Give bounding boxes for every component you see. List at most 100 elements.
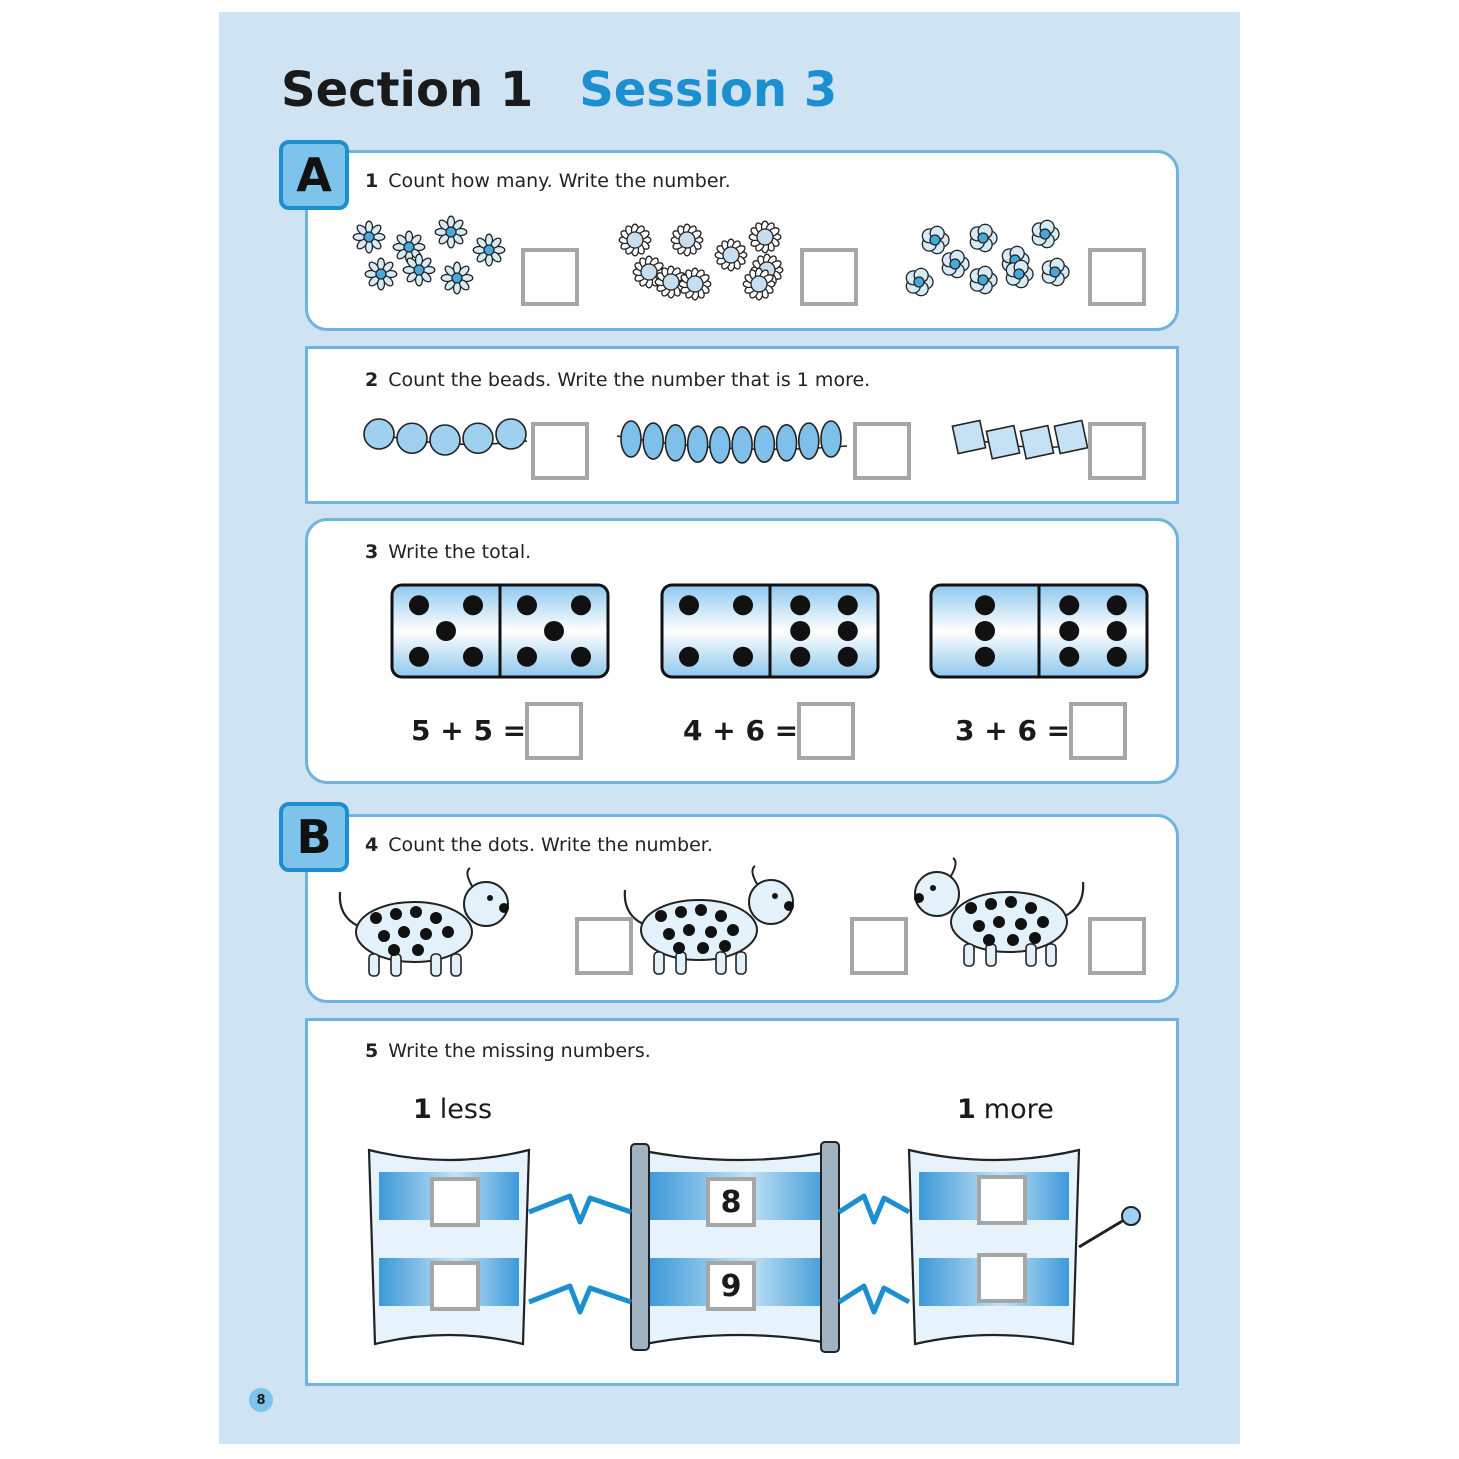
- cube-bead: [1053, 419, 1089, 455]
- flat-bead: [775, 424, 798, 462]
- flat-bead: [642, 422, 665, 460]
- one-less-number: 1: [413, 1094, 432, 1125]
- dog-spot: [675, 906, 687, 918]
- dog-spot: [965, 902, 977, 914]
- domino-pip: [837, 595, 858, 616]
- domino-equation-1: 5 + 5 =: [411, 714, 527, 747]
- session-title: Session 3: [579, 62, 838, 118]
- dog-spot: [715, 910, 727, 922]
- domino-pip: [733, 595, 753, 616]
- dog-spot: [695, 904, 707, 916]
- blossom-flower: [969, 265, 998, 295]
- domino-pip: [463, 646, 483, 667]
- domino-pip: [571, 646, 591, 667]
- beads-illustration: [363, 418, 1089, 464]
- dog-spot: [442, 926, 454, 938]
- flat-bead: [820, 420, 842, 458]
- dog-spot: [1037, 916, 1049, 928]
- sunflower-flower: [632, 255, 666, 289]
- dog-spot: [1025, 902, 1037, 914]
- middle-bottom-number: 9: [706, 1261, 756, 1311]
- daisy-flower: [434, 215, 468, 249]
- dog-spot: [663, 928, 675, 940]
- q1-answer-box-1[interactable]: [521, 248, 579, 306]
- q1-answer-box-3[interactable]: [1088, 248, 1146, 306]
- dog-spot: [705, 926, 717, 938]
- one-less-top-box[interactable]: [430, 1177, 480, 1227]
- sunflower-flower: [742, 267, 776, 301]
- daisy-flower: [402, 253, 436, 287]
- one-more-top-box[interactable]: [977, 1175, 1027, 1225]
- domino-pip: [679, 595, 699, 616]
- daisy-flower: [364, 257, 398, 291]
- one-more-word: more: [983, 1094, 1054, 1125]
- q3-answer-box-1[interactable]: [525, 702, 583, 760]
- page-number: 8: [249, 1388, 273, 1412]
- flat-bead: [664, 424, 687, 462]
- dog-spot: [973, 920, 985, 932]
- page-title: Section 1 Session 3: [281, 62, 837, 118]
- question-4-instruction: Count the dots. Write the number.: [388, 834, 713, 856]
- dominoes-illustration: [390, 583, 1149, 679]
- drum-post: [630, 1143, 650, 1351]
- dog-spot: [985, 898, 997, 910]
- dog-spot: [673, 942, 685, 954]
- q2-answer-box-3[interactable]: [1088, 422, 1146, 480]
- one-less-word: less: [439, 1094, 493, 1125]
- one-more-number: 1: [957, 1094, 976, 1125]
- dog-spot: [1005, 896, 1017, 908]
- domino-pip: [1059, 646, 1080, 667]
- q2-answer-box-1[interactable]: [531, 422, 589, 480]
- drum-post: [820, 1141, 840, 1353]
- q4-answer-box-2[interactable]: [850, 917, 908, 975]
- question-4-text: 4 Count the dots. Write the number.: [365, 834, 713, 856]
- cube-bead: [951, 419, 987, 455]
- q4-answer-box-3[interactable]: [1088, 917, 1146, 975]
- question-2-number: 2: [365, 369, 379, 391]
- question-1-number: 1: [365, 170, 379, 192]
- dog-spot: [727, 924, 739, 936]
- q1-answer-box-2[interactable]: [800, 248, 858, 306]
- question-3-instruction: Write the total.: [388, 541, 532, 563]
- sunflower-flower: [670, 223, 704, 257]
- domino-pip: [1059, 621, 1080, 641]
- dog-spot: [683, 924, 695, 936]
- question-5-number: 5: [365, 1040, 379, 1062]
- q3-answer-box-3[interactable]: [1069, 702, 1127, 760]
- domino-pip: [517, 595, 537, 616]
- domino-pip: [1106, 621, 1127, 641]
- flat-bead: [620, 420, 642, 458]
- dog-spot: [719, 940, 731, 952]
- domino-pip: [975, 595, 995, 616]
- blossom-flower: [1041, 257, 1070, 287]
- spotted-dog: [338, 867, 509, 977]
- one-more-bottom-box[interactable]: [977, 1253, 1027, 1303]
- dog-spot: [697, 942, 709, 954]
- section-title: Section 1: [281, 62, 534, 118]
- domino-pip: [1106, 595, 1127, 616]
- question-5-text: 5 Write the missing numbers.: [365, 1040, 651, 1062]
- domino-pip: [544, 621, 564, 641]
- domino-pip: [517, 646, 537, 667]
- one-less-bottom-box[interactable]: [430, 1261, 480, 1311]
- domino-pip: [1106, 646, 1127, 667]
- flat-bead: [797, 422, 820, 460]
- sunflower-flower: [748, 220, 782, 254]
- round-bead: [396, 422, 428, 455]
- daisy-flower: [472, 233, 506, 267]
- question-3-number: 3: [365, 541, 379, 563]
- question-5-instruction: Write the missing numbers.: [388, 1040, 651, 1062]
- q2-answer-box-2[interactable]: [853, 422, 911, 480]
- domino-pip: [790, 646, 811, 667]
- domino: [929, 583, 1149, 679]
- q4-answer-box-1[interactable]: [575, 917, 633, 975]
- crank-handle: [1078, 1218, 1125, 1249]
- domino-pip: [409, 646, 429, 667]
- dog-spot: [1007, 934, 1019, 946]
- blossom-flower: [905, 267, 934, 297]
- question-1-instruction: Count how many. Write the number.: [388, 170, 731, 192]
- round-bead: [429, 424, 461, 456]
- question-4-number: 4: [365, 834, 379, 856]
- q3-answer-box-2[interactable]: [797, 702, 855, 760]
